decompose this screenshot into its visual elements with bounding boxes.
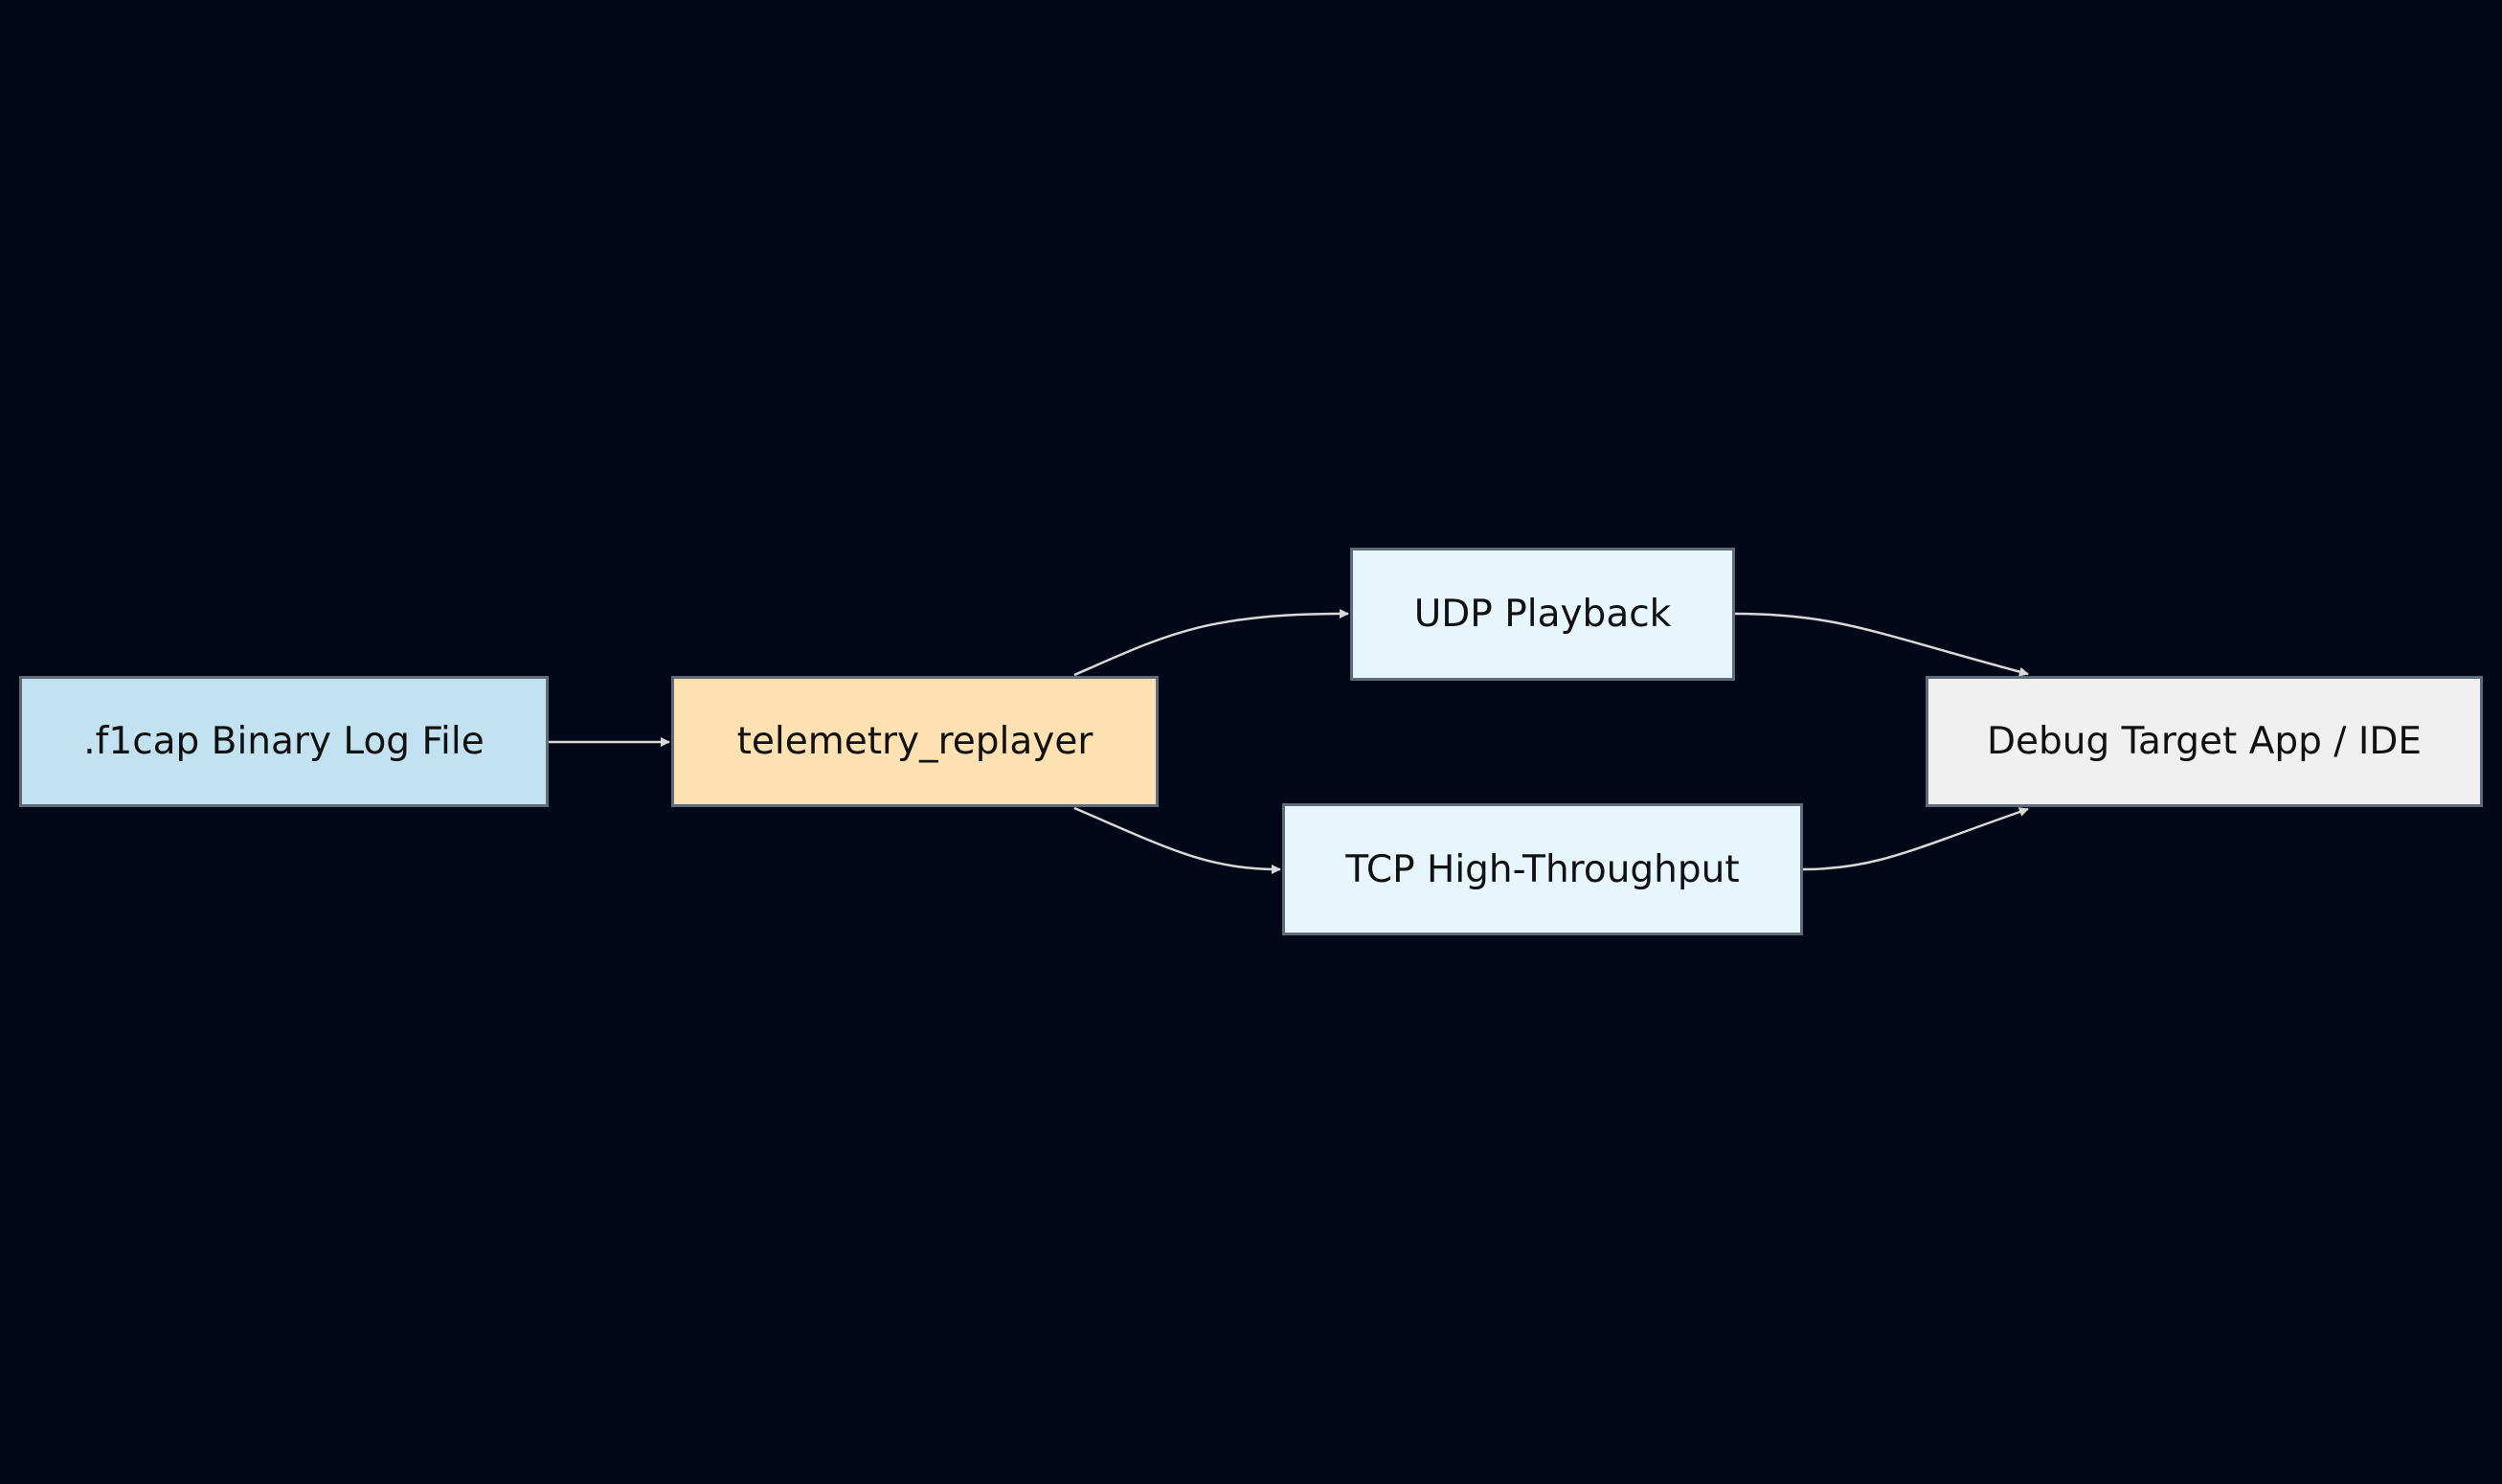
node-label: TCP High-Throughput [1345, 847, 1740, 891]
node-label: .f1cap Binary Log File [83, 720, 485, 763]
node-label: telemetry_replayer [736, 720, 1093, 763]
node-telemetry-replayer: telemetry_replayer [671, 676, 1159, 807]
node-udp-playback: UDP Playback [1350, 548, 1735, 681]
node-binary-log-file: .f1cap Binary Log File [19, 676, 549, 807]
node-label: Debug Target App / IDE [1986, 720, 2422, 763]
edge-replayer-to-udp [1073, 609, 1349, 677]
node-label: UDP Playback [1413, 593, 1672, 636]
node-debug-target: Debug Target App / IDE [1926, 676, 2483, 807]
node-tcp-high-throughput: TCP High-Throughput [1282, 803, 1803, 935]
edge-replayer-to-tcp [1073, 806, 1281, 874]
edge-udp-to-target [1734, 612, 2029, 677]
edge-tcp-to-target [1802, 807, 2029, 871]
